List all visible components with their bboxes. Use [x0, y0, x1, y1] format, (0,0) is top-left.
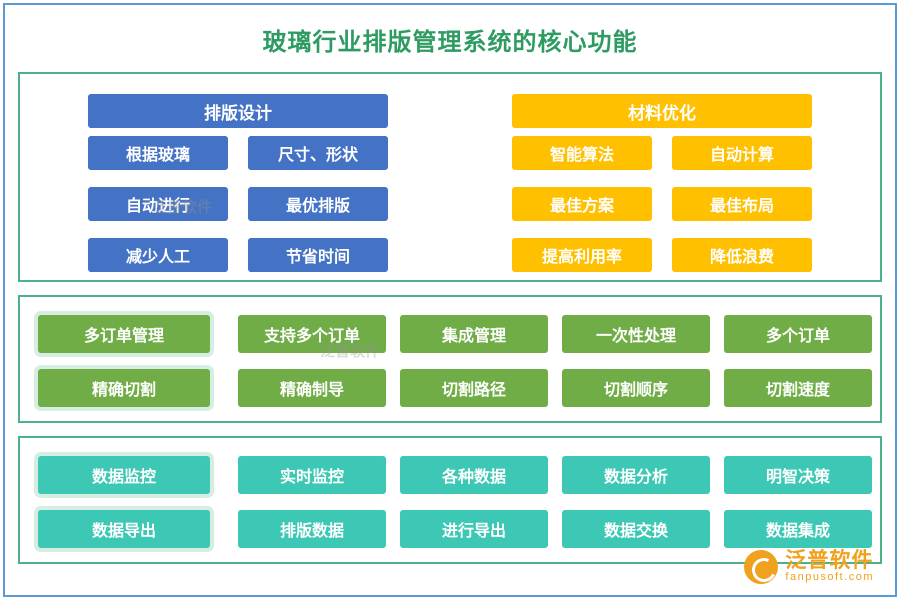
chip-material-3[interactable]: 最佳方案 [512, 187, 652, 221]
chip-cutting-4[interactable]: 切割速度 [724, 369, 872, 407]
chip-layout-6[interactable]: 节省时间 [248, 238, 388, 272]
chip-export-3[interactable]: 数据交换 [562, 510, 710, 548]
group-header-multi-order-management[interactable]: 多订单管理 [38, 315, 210, 353]
chip-order-1[interactable]: 支持多个订单 [238, 315, 386, 353]
logo-swirl-icon [744, 550, 779, 584]
group-header-data-monitoring[interactable]: 数据监控 [38, 456, 210, 494]
group-header-layout-design[interactable]: 排版设计 [88, 94, 388, 128]
logo-name-cn: 泛普软件 [785, 549, 874, 573]
chip-monitoring-1[interactable]: 实时监控 [238, 456, 386, 494]
chip-order-3[interactable]: 一次性处理 [562, 315, 710, 353]
chip-export-2[interactable]: 进行导出 [400, 510, 548, 548]
brand-logo: 泛普软件 fanpusoft.com [744, 550, 874, 584]
chip-layout-4[interactable]: 最优排版 [248, 187, 388, 221]
chip-monitoring-2[interactable]: 各种数据 [400, 456, 548, 494]
chip-layout-2[interactable]: 尺寸、形状 [248, 136, 388, 170]
chip-material-4[interactable]: 最佳布局 [672, 187, 812, 221]
chip-layout-1[interactable]: 根据玻璃 [88, 136, 228, 170]
panel-data-monitoring-and-export: 数据监控 实时监控 各种数据 数据分析 明智决策 数据导出 排版数据 进行导出 … [18, 436, 882, 564]
logo-text: 泛普软件 fanpusoft.com [785, 550, 874, 584]
chip-material-1[interactable]: 智能算法 [512, 136, 652, 170]
group-header-data-export[interactable]: 数据导出 [38, 510, 210, 548]
chip-material-5[interactable]: 提高利用率 [512, 238, 652, 272]
chip-material-2[interactable]: 自动计算 [672, 136, 812, 170]
chip-monitoring-4[interactable]: 明智决策 [724, 456, 872, 494]
logo-name-en: fanpusoft.com [785, 571, 874, 584]
group-header-precise-cutting[interactable]: 精确切割 [38, 369, 210, 407]
chip-monitoring-3[interactable]: 数据分析 [562, 456, 710, 494]
chip-export-1[interactable]: 排版数据 [238, 510, 386, 548]
chip-layout-3[interactable]: 自动进行 [88, 187, 228, 221]
group-header-material-optimization[interactable]: 材料优化 [512, 94, 812, 128]
panel-layout-and-material: 排版设计 根据玻璃 尺寸、形状 自动进行 最优排版 减少人工 节省时间 材料优化… [18, 72, 882, 282]
chip-export-4[interactable]: 数据集成 [724, 510, 872, 548]
chip-order-2[interactable]: 集成管理 [400, 315, 548, 353]
chip-cutting-2[interactable]: 切割路径 [400, 369, 548, 407]
chip-order-4[interactable]: 多个订单 [724, 315, 872, 353]
chip-cutting-1[interactable]: 精确制导 [238, 369, 386, 407]
chip-cutting-3[interactable]: 切割顺序 [562, 369, 710, 407]
chip-layout-5[interactable]: 减少人工 [88, 238, 228, 272]
page-title: 玻璃行业排版管理系统的核心功能 [262, 29, 638, 56]
chip-material-6[interactable]: 降低浪费 [672, 238, 812, 272]
panel-order-and-cutting: 多订单管理 支持多个订单 集成管理 一次性处理 多个订单 精确切割 精确制导 切… [18, 295, 882, 423]
